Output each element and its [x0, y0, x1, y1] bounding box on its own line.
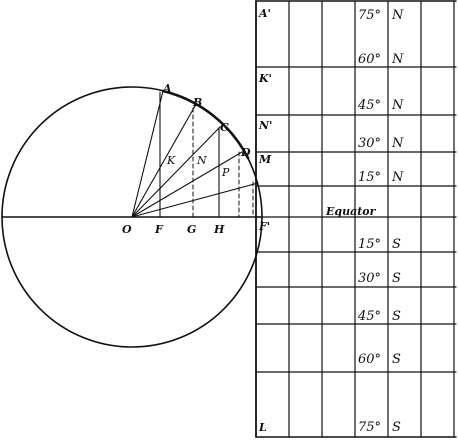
- lat-degree: 30°: [358, 136, 381, 151]
- lat-degree: 45°: [357, 309, 381, 324]
- label-d: D: [240, 146, 251, 159]
- radius-om: [131, 182, 259, 218]
- label-p: P: [221, 166, 230, 179]
- label-h: H: [213, 223, 225, 236]
- lat-dir: N: [391, 170, 404, 185]
- label-k: K: [166, 154, 176, 167]
- label-a: A: [162, 82, 172, 95]
- label-n-prime: N': [258, 119, 272, 132]
- globe-construction: A B C D K N P O F G H: [1, 82, 263, 348]
- label-n: N: [196, 154, 207, 167]
- label-f: F: [154, 223, 164, 236]
- label-b: B: [192, 96, 202, 109]
- lat-degree: 15°: [358, 170, 381, 185]
- lat-degree: 60°: [358, 352, 381, 367]
- label-g: G: [187, 223, 196, 236]
- lat-dir: S: [392, 271, 401, 286]
- lat-dir: S: [392, 420, 401, 435]
- lat-dir: N: [391, 98, 404, 113]
- lat-dir: S: [392, 309, 401, 324]
- lat-degree: 45°: [357, 98, 381, 113]
- lat-dir: S: [392, 237, 401, 252]
- label-k-prime: K': [258, 72, 272, 85]
- lat-dir: S: [392, 352, 401, 367]
- latitude-labels: 75° N 60° N 45° N 30° N 15° N 15° S 30° …: [357, 8, 404, 435]
- lat-degree: 60°: [358, 52, 381, 67]
- lat-dir: N: [391, 136, 404, 151]
- label-l: L: [258, 421, 267, 434]
- equator-label: Equator: [325, 205, 377, 218]
- lat-degree: 15°: [358, 237, 381, 252]
- label-f-prime: F': [258, 220, 270, 233]
- label-c: C: [220, 121, 229, 134]
- mercator-chart: A' K' N' M F' L Equator 75° N 60° N 45° …: [255, 0, 457, 438]
- lat-dir: N: [391, 8, 404, 23]
- label-a-prime: A': [258, 7, 271, 20]
- lat-dir: N: [391, 52, 404, 67]
- radius-oc: [131, 126, 221, 218]
- radius-od: [131, 151, 243, 218]
- lat-degree: 75°: [358, 420, 381, 435]
- lat-degree: 30°: [358, 271, 381, 286]
- lat-degree: 75°: [358, 8, 381, 23]
- radius-ob: [131, 105, 196, 218]
- label-o: O: [122, 223, 132, 236]
- highlighted-arc: [161, 89, 250, 160]
- radius-oa: [131, 90, 164, 218]
- label-m: M: [258, 153, 272, 166]
